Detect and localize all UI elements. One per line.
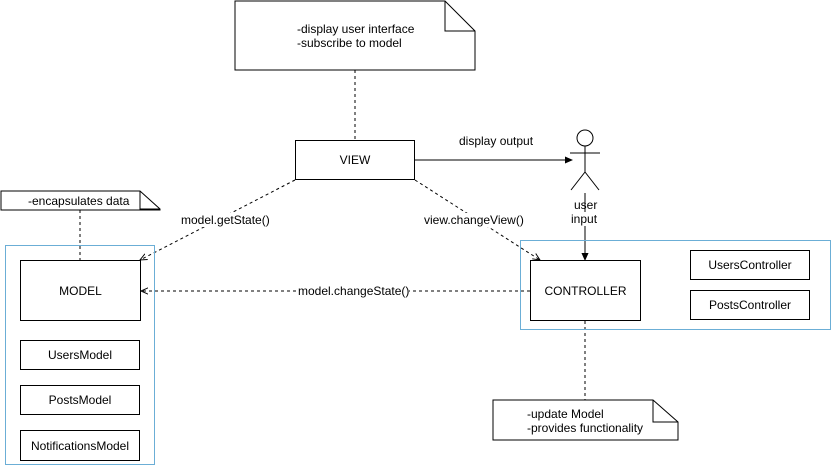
view-note-fold bbox=[444, 1, 475, 32]
users-model-box[interactable]: UsersModel bbox=[20, 340, 140, 370]
users-controller-box[interactable]: UsersController bbox=[690, 250, 810, 280]
model-note-line-1: -encapsulates data bbox=[28, 194, 130, 208]
user-input-label-line-2: input bbox=[571, 212, 598, 226]
display-output-label: display output bbox=[459, 134, 534, 148]
view-note-shape bbox=[234, 0, 476, 71]
controller-note-line-1: -update Model bbox=[527, 407, 604, 421]
get-state-edge bbox=[140, 179, 296, 260]
view-note-line-1: -display user interface bbox=[297, 22, 415, 36]
view-box[interactable]: VIEW bbox=[295, 140, 415, 180]
posts-controller-box[interactable]: PostsController bbox=[690, 290, 810, 320]
model-box[interactable]: MODEL bbox=[20, 260, 141, 321]
user-actor-icon bbox=[570, 129, 600, 191]
get-state-label: model.getState() bbox=[181, 213, 270, 227]
posts-model-box[interactable]: PostsModel bbox=[20, 385, 140, 415]
change-state-label: model.changeState() bbox=[298, 284, 410, 298]
change-view-label: view.changeView() bbox=[424, 213, 524, 227]
controller-note-shape bbox=[492, 399, 679, 441]
model-note-fold bbox=[139, 191, 160, 210]
notifications-model-box[interactable]: NotificationsModel bbox=[20, 430, 140, 461]
user-input-label-line-1: user bbox=[574, 198, 598, 212]
controller-note-line-2: -provides functionality bbox=[527, 421, 644, 435]
controller-box[interactable]: CONTROLLER bbox=[530, 260, 641, 321]
view-note-line-2: -subscribe to model bbox=[297, 36, 402, 50]
model-container bbox=[5, 245, 155, 465]
controller-note-fold bbox=[652, 400, 678, 423]
controller-container bbox=[520, 240, 831, 330]
